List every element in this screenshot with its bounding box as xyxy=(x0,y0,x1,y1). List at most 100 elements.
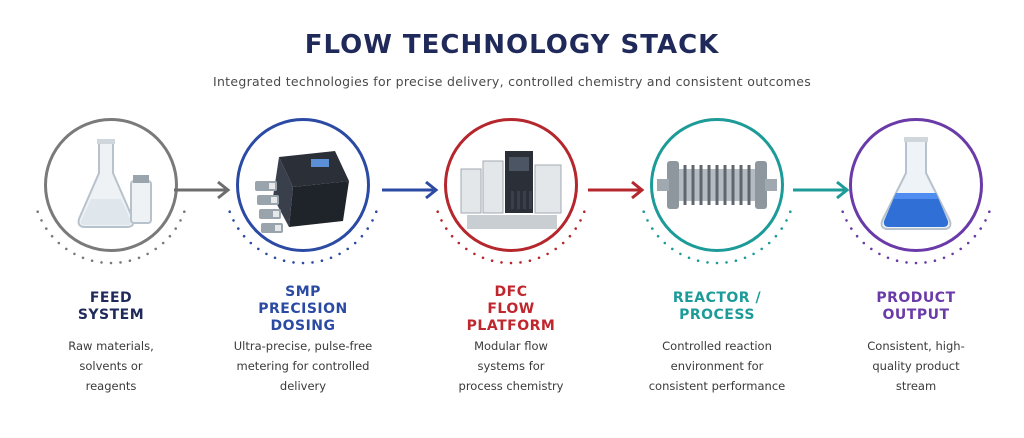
label-line: FEED xyxy=(89,290,133,306)
arc-dot xyxy=(767,241,771,245)
stage-description: Consistent, high- quality product stream xyxy=(826,336,1006,396)
arc-dot xyxy=(979,227,982,230)
arc-dot xyxy=(36,210,39,213)
arc-dot xyxy=(174,227,177,230)
arc-dot xyxy=(137,256,141,260)
arc-dot xyxy=(45,227,48,230)
arc-dot xyxy=(445,227,448,230)
arc-dot xyxy=(568,234,572,238)
arc-dot xyxy=(966,241,970,245)
arc-dot xyxy=(440,219,443,222)
arc-dot xyxy=(40,219,43,222)
arc-dot xyxy=(128,259,132,262)
arc-dot xyxy=(878,252,881,256)
label-line: DOSING xyxy=(270,318,336,334)
arc-dot xyxy=(850,227,853,230)
arc-dot xyxy=(301,261,305,265)
label-line: PROCESS xyxy=(679,307,755,323)
arc-dot xyxy=(371,219,374,222)
arc-dot xyxy=(320,259,324,262)
stage-description: Ultra-precise, pulse-free metering for c… xyxy=(213,336,393,396)
dotted-arc xyxy=(36,210,186,265)
arc-dot xyxy=(473,252,476,256)
label-line: DFC xyxy=(494,284,528,300)
arc-dot xyxy=(546,252,549,256)
arc-dot xyxy=(273,256,277,260)
stage-circle xyxy=(444,118,578,252)
desc-line: solvents or xyxy=(79,359,143,373)
arc-dot xyxy=(257,247,260,251)
arrow-right-icon xyxy=(382,180,439,200)
arc-dot xyxy=(725,261,728,264)
arc-dot xyxy=(179,219,182,222)
label-line: OUTPUT xyxy=(882,307,950,323)
desc-line: quality product xyxy=(872,359,960,373)
arc-dot xyxy=(338,252,341,256)
arc-dot xyxy=(760,247,763,251)
stage-description: Modular flow systems for process chemist… xyxy=(421,336,601,396)
arrow-right-icon xyxy=(793,180,850,200)
arc-dot xyxy=(537,256,541,260)
stage-description: Raw materials, solvents or reagents xyxy=(21,336,201,396)
arc-dot xyxy=(855,234,859,238)
arc-dot xyxy=(109,261,113,265)
desc-line: systems for xyxy=(477,359,545,373)
flow-platform-icon xyxy=(460,151,562,229)
arc-dot xyxy=(951,252,954,256)
pump-icon xyxy=(255,151,349,233)
stage-label: SMP PRECISION DOSING xyxy=(213,284,393,335)
arc-dot xyxy=(561,241,565,245)
arc-dot xyxy=(706,261,709,264)
arc-dot xyxy=(292,261,295,264)
arc-dot xyxy=(360,234,364,238)
arc-dot xyxy=(752,252,755,256)
arc-dot xyxy=(311,261,314,264)
arc-dot xyxy=(780,227,783,230)
arc-dot xyxy=(687,256,691,260)
arc-dot xyxy=(845,219,848,222)
stage-label: FEED SYSTEM xyxy=(21,290,201,324)
stage-label: REACTOR / PROCESS xyxy=(627,290,807,324)
arc-dot xyxy=(942,256,946,260)
arc-dot xyxy=(789,210,792,213)
arc-dot xyxy=(785,219,788,222)
arc-dot xyxy=(933,259,937,262)
arc-dot xyxy=(743,256,747,260)
desc-line: environment for xyxy=(670,359,764,373)
arc-dot xyxy=(734,259,738,262)
stage-label: PRODUCT OUTPUT xyxy=(826,290,1006,324)
reactor-coil-icon xyxy=(657,161,777,209)
arc-dot xyxy=(65,247,68,251)
arc-dot xyxy=(242,234,246,238)
arc-dot xyxy=(870,247,873,251)
arc-dot xyxy=(353,241,357,245)
arc-dot xyxy=(715,261,719,265)
arc-dot xyxy=(57,241,61,245)
stage-label: DFC FLOW PLATFORM xyxy=(421,284,601,335)
arc-dot xyxy=(984,219,987,222)
arc-dot xyxy=(228,210,231,213)
arc-dot xyxy=(490,259,494,262)
stage-circle xyxy=(849,118,983,252)
stage-circle xyxy=(650,118,784,252)
arc-dot xyxy=(450,234,454,238)
arc-dot xyxy=(265,252,268,256)
desc-line: Modular flow xyxy=(474,339,548,353)
arc-dot xyxy=(988,210,991,213)
arc-dot xyxy=(465,247,468,251)
arc-dot xyxy=(375,210,378,213)
label-line: FLOW xyxy=(487,301,535,317)
desc-line: delivery xyxy=(279,379,327,393)
arrow-right-icon xyxy=(174,180,231,200)
arc-dot xyxy=(914,261,918,265)
label-line: PRECISION xyxy=(258,301,348,317)
arc-dot xyxy=(924,261,927,264)
arc-dot xyxy=(249,241,253,245)
arc-dot xyxy=(774,234,778,238)
arc-dot xyxy=(519,261,522,264)
desc-line: process chemistry xyxy=(458,379,564,393)
arc-dot xyxy=(346,247,349,251)
label-line: SMP xyxy=(285,284,321,300)
dotted-arc xyxy=(436,210,586,265)
arc-dot xyxy=(50,234,54,238)
